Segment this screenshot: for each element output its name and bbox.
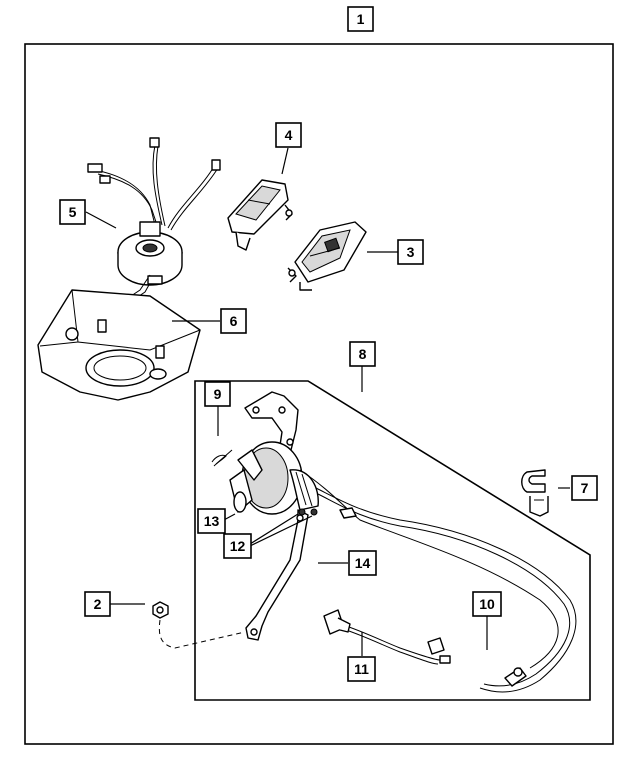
clockspring-part [87, 137, 221, 306]
subassembly-frame [194, 380, 591, 701]
svg-text:14: 14 [355, 555, 371, 571]
svg-text:2: 2 [94, 596, 102, 612]
svg-text:11: 11 [354, 661, 369, 677]
column-shroud-part [37, 289, 201, 401]
svg-text:3: 3 [407, 244, 415, 260]
callout-12: 12 [223, 533, 252, 559]
callout-6: 6 [220, 308, 247, 334]
callout-9: 9 [204, 381, 231, 407]
svg-text:10: 10 [479, 596, 495, 612]
svg-text:1: 1 [357, 11, 365, 27]
svg-text:4: 4 [285, 127, 293, 143]
callout-14: 14 [348, 550, 377, 576]
svg-text:5: 5 [69, 204, 77, 220]
leader-lines [85, 147, 570, 656]
callout-5: 5 [59, 199, 86, 225]
svg-text:12: 12 [230, 538, 246, 554]
callout-2: 2 [84, 591, 111, 617]
svg-text:13: 13 [204, 513, 220, 529]
svg-text:6: 6 [230, 313, 238, 329]
callout-8: 8 [349, 341, 376, 367]
callout-13: 13 [197, 508, 226, 534]
clip-part [521, 469, 549, 517]
outer-frame [24, 43, 614, 745]
callout-10: 10 [472, 591, 502, 617]
callout-4: 4 [275, 122, 302, 148]
callout-1: 1 [347, 6, 374, 32]
callout-11: 11 [347, 656, 376, 682]
svg-text:9: 9 [214, 386, 222, 402]
nut-part [152, 601, 246, 649]
svg-text:7: 7 [581, 480, 589, 496]
callout-7: 7 [571, 475, 598, 501]
switch-upper-part [227, 179, 293, 251]
shifter-assembly-part [211, 391, 577, 693]
callout-3: 3 [397, 239, 424, 265]
switch-lower-part [287, 221, 367, 291]
svg-text:8: 8 [359, 346, 367, 362]
